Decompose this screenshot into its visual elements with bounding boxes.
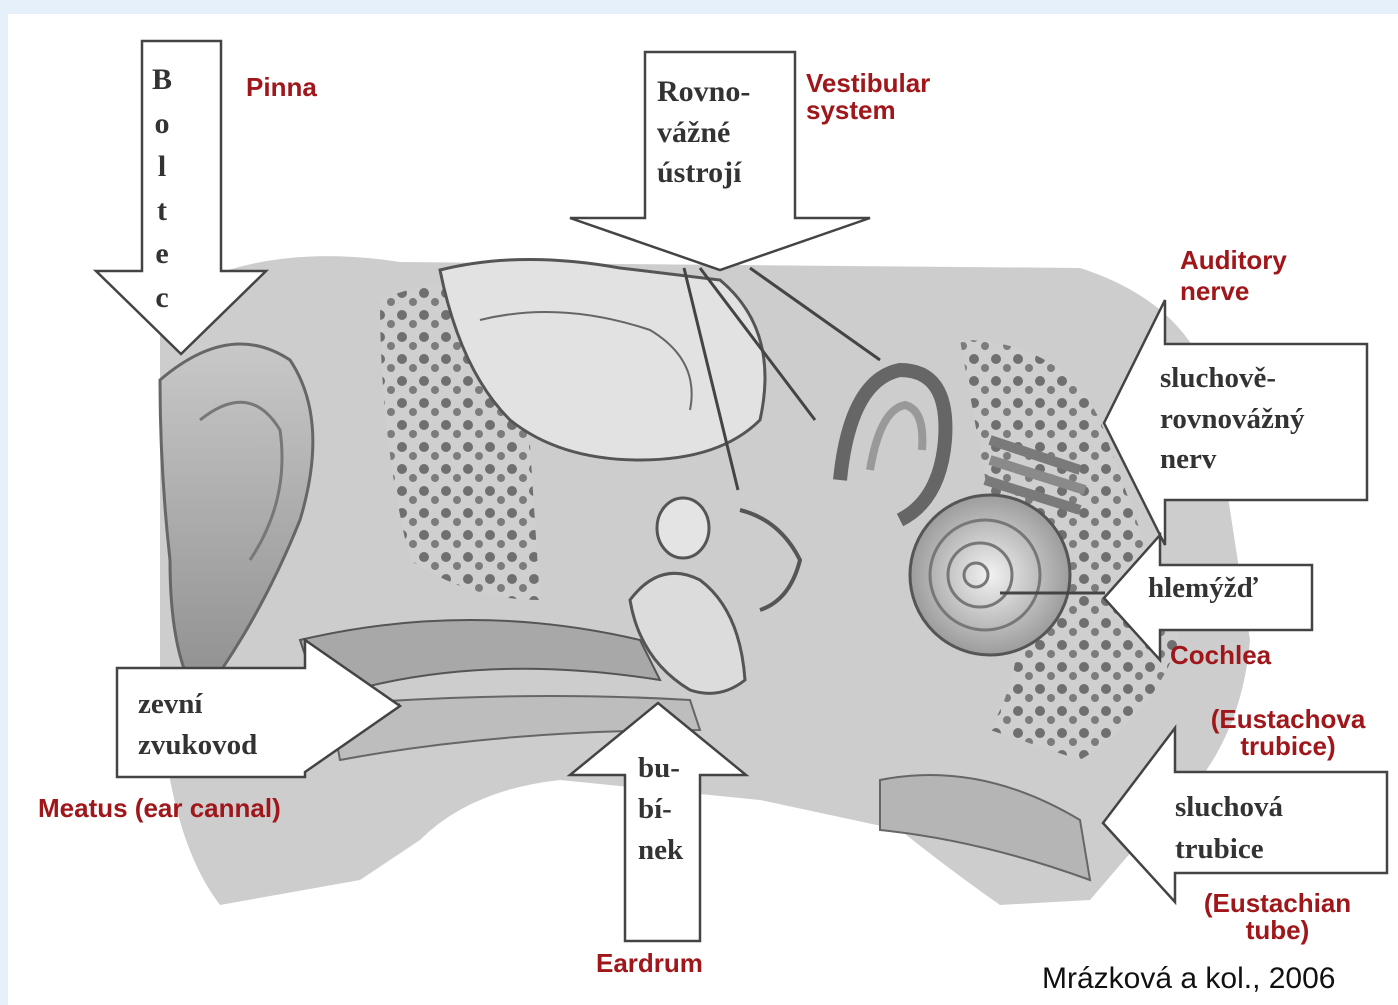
sluchove-nerv-line: sluchově- — [1160, 358, 1304, 399]
rovnovazne-line: ústrojí — [657, 153, 750, 194]
label-sluchova-trubice: sluchová trubice — [1175, 786, 1283, 870]
sluchova-trubice-line: sluchová — [1175, 786, 1283, 828]
zevni-line: zvukovod — [138, 725, 257, 766]
bubinek-line: nek — [638, 830, 683, 871]
vestibular-line: system — [806, 97, 930, 124]
sluchove-nerv-line: rovnovážný — [1160, 399, 1304, 440]
boltec-letter: c — [142, 276, 182, 320]
auditory-nerve-line: Auditory — [1180, 245, 1287, 276]
label-hlemyzd: hlemýžď — [1148, 572, 1258, 605]
rovnovazne-line: vážné — [657, 113, 750, 154]
eustachova-line: trubice) — [1188, 733, 1388, 760]
label-pinna: Pinna — [246, 74, 317, 100]
label-eardrum: Eardrum — [596, 950, 703, 976]
vestibular-line: Vestibular — [806, 70, 930, 97]
eustachian-line: (Eustachian — [1180, 890, 1375, 917]
boltec-letter: o — [142, 102, 182, 146]
bubinek-line: bí- — [638, 789, 683, 830]
rovnovazne-line: Rovno- — [657, 72, 750, 113]
label-rovnovazne-ustroji: Rovno- vážné ústrojí — [657, 72, 750, 194]
label-cochlea: Cochlea — [1170, 642, 1271, 668]
label-sluchove-rovnovazny-nerv: sluchově- rovnovážný nerv — [1160, 358, 1304, 480]
label-bubinek: bu- bí- nek — [638, 748, 683, 872]
label-boltec: B o l t e c — [142, 58, 182, 319]
boltec-letter: t — [142, 189, 182, 233]
eustachova-line: (Eustachova — [1188, 706, 1388, 733]
bubinek-line: bu- — [638, 748, 683, 789]
source-credit: Mrázková a kol., 2006 — [1042, 962, 1335, 996]
sluchove-nerv-line: nerv — [1160, 439, 1304, 480]
auditory-nerve-line: nerve — [1180, 276, 1287, 307]
label-meatus: Meatus (ear cannal) — [38, 795, 281, 821]
boltec-letter: e — [142, 232, 182, 276]
zevni-line: zevní — [138, 684, 257, 725]
label-vestibular-system: Vestibular system — [806, 70, 930, 125]
sluchova-trubice-line: trubice — [1175, 828, 1283, 870]
label-eustachian-tube: (Eustachian tube) — [1180, 890, 1375, 945]
label-zevni-zvukovod: zevní zvukovod — [138, 684, 257, 765]
eustachian-line: tube) — [1180, 917, 1375, 944]
boltec-letter: l — [142, 145, 182, 189]
label-auditory-nerve: Auditory nerve — [1180, 245, 1287, 307]
boltec-letter: B — [142, 58, 182, 102]
label-eustachova-trubice: (Eustachova trubice) — [1188, 706, 1388, 761]
